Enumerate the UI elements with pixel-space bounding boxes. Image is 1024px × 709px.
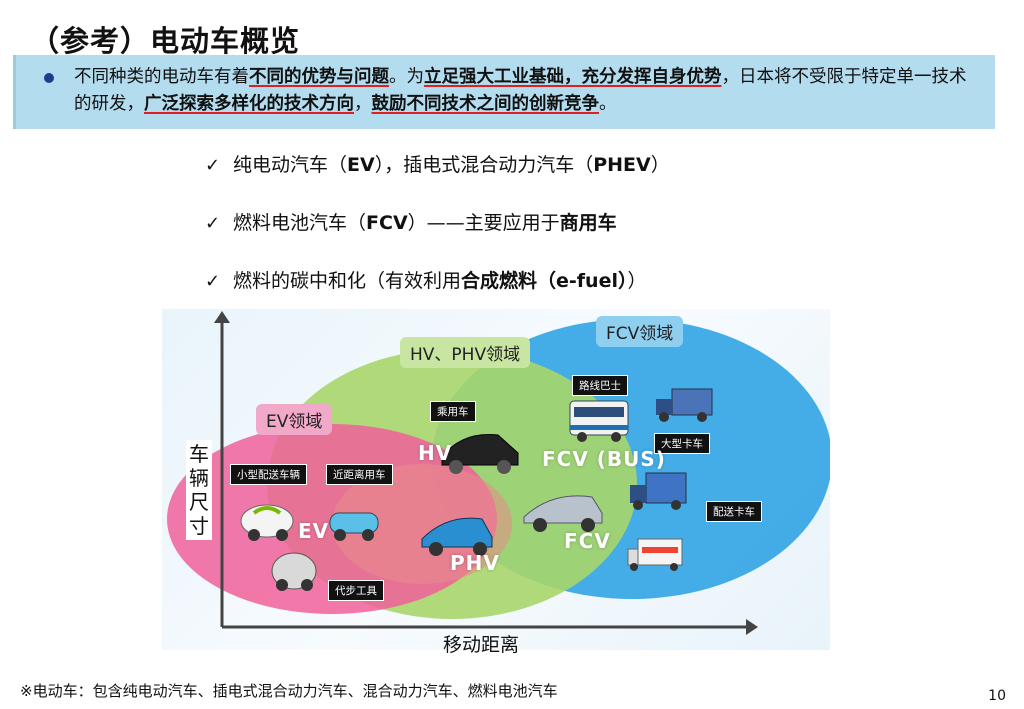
check-icon: ✓ xyxy=(205,213,221,234)
check-icon: ✓ xyxy=(205,155,221,176)
vehicle-domain-diagram: EV领域 HV、PHV领域 FCV领域 小型配送车辆 近距离用车 代步工具 乘用… xyxy=(162,309,830,650)
ev-small-car-icon xyxy=(240,504,294,541)
fcv-bus-overlay-text: FCV (BUS) xyxy=(542,447,666,471)
emphasis-text: 不同的优势与问题 xyxy=(249,67,389,87)
check-item-efuel: ✓燃料的碳中和化（有效利用合成燃料（e-fuel）） xyxy=(205,270,647,292)
large-truck-label: 大型卡车 xyxy=(654,433,710,454)
hv-overlay-text: HV xyxy=(418,441,453,465)
delivery-truck-label: 配送卡车 xyxy=(706,501,762,522)
summary-banner: 不同种类的电动车有着不同的优势与问题。为立足强大工业基础，充分发挥自身优势，日本… xyxy=(13,55,995,129)
page-title: （参考）电动车概览 xyxy=(30,24,301,58)
check-item-fcv: ✓燃料电池汽车（FCV）——主要应用于商用车 xyxy=(205,212,617,234)
short-distance-label: 近距离用车 xyxy=(326,464,393,485)
overlap-zone xyxy=(332,464,512,584)
summary-segment: 不同种类的电动车有着 xyxy=(74,67,249,87)
emphasis-text: 鼓励不同技术之间的创新竞争 xyxy=(371,94,600,114)
ev-zone-label: EV领域 xyxy=(256,404,333,435)
check-icon: ✓ xyxy=(205,271,221,292)
y-axis-label: 车辆尺寸 xyxy=(186,440,212,540)
mobility-label: 代步工具 xyxy=(328,580,384,601)
summary-text: 不同种类的电动车有着不同的优势与问题。为立足强大工业基础，充分发挥自身优势，日本… xyxy=(74,64,979,118)
page-number: 10 xyxy=(988,688,1006,704)
fcv-overlay-text: FCV xyxy=(564,529,611,553)
summary-segment: 。 xyxy=(599,94,617,114)
y-axis-arrow xyxy=(214,311,230,323)
x-axis-label: 移动距离 xyxy=(443,634,520,656)
check-item-ev: ✓纯电动汽车（EV），插电式混合动力汽车（PHEV） xyxy=(205,154,670,176)
route-bus-label: 路线巴士 xyxy=(572,375,628,396)
emphasis-text: 立足强大工业基础，充分发挥自身优势 xyxy=(424,67,722,87)
fcv-zone-label: FCV领域 xyxy=(596,316,684,347)
delivery-truck-icon xyxy=(630,472,687,510)
emphasis-text: 广泛探索多样化的技术方向 xyxy=(144,94,354,114)
mobility-pod-icon xyxy=(271,552,317,591)
ev-overlay-text: EV xyxy=(298,519,330,543)
footnote: ※电动车：包含纯电动汽车、插电式混合动力汽车、混合动力汽车、燃料电池汽车 xyxy=(20,682,558,700)
convenience-truck-icon xyxy=(627,538,683,571)
compact-ev-car-icon xyxy=(329,512,379,541)
small-delivery-label: 小型配送车辆 xyxy=(230,464,307,485)
summary-segment: 。为 xyxy=(389,67,424,87)
hv-zone-label: HV、PHV领域 xyxy=(400,337,531,368)
x-axis-arrow xyxy=(746,619,758,635)
summary-segment: ，日本将不受限于特定单一技术的研发， xyxy=(74,67,967,114)
passenger-label: 乘用车 xyxy=(430,401,476,422)
hv-sedan-icon xyxy=(441,433,519,474)
fcv-car-icon xyxy=(523,495,603,532)
large-truck-icon xyxy=(656,388,713,422)
bullet-icon xyxy=(44,73,54,83)
fcv-bus-icon xyxy=(569,400,629,442)
phv-car-icon xyxy=(421,517,493,556)
phv-overlay-text: PHV xyxy=(450,551,500,575)
summary-segment: ， xyxy=(354,94,372,114)
